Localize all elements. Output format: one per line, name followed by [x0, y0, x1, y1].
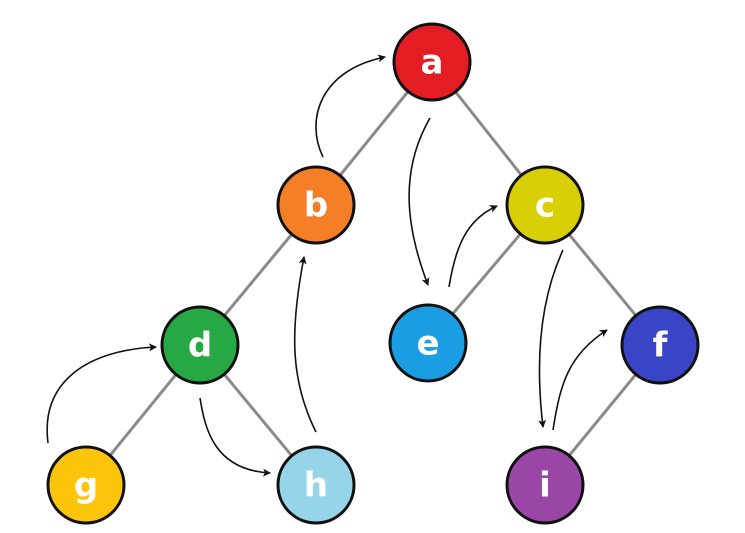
- node-label-c: c: [535, 186, 555, 226]
- node-label-b: b: [304, 186, 328, 226]
- node-circle-a: [392, 22, 472, 102]
- arrow-g-to-d: [46, 343, 157, 444]
- arrow-e-to-c: [448, 205, 498, 288]
- node-circle-h: [276, 445, 356, 525]
- node-b: b: [276, 165, 356, 245]
- arrow-h-to-b: [293, 256, 317, 433]
- node-e: e: [388, 303, 468, 383]
- node-circle-g: [46, 445, 126, 525]
- arrow-a-to-e: [408, 117, 431, 286]
- node-label-f: f: [653, 326, 669, 366]
- node-g: g: [46, 445, 126, 525]
- node-a: a: [392, 22, 472, 102]
- node-label-h: h: [304, 466, 328, 506]
- node-c: c: [505, 165, 585, 245]
- node-d: d: [160, 305, 240, 385]
- node-circle-d: [160, 305, 240, 385]
- node-circle-i: [505, 445, 585, 525]
- node-label-g: g: [74, 466, 98, 506]
- node-label-a: a: [421, 43, 444, 83]
- node-circle-e: [388, 303, 468, 383]
- traversal-arrows: [46, 54, 608, 477]
- arrow-c-to-i: [538, 249, 564, 428]
- node-label-e: e: [416, 324, 439, 364]
- arrow-b-to-a: [315, 54, 386, 158]
- arrow-i-to-f: [552, 329, 608, 431]
- node-circle-b: [276, 165, 356, 245]
- node-label-d: d: [188, 326, 212, 366]
- node-label-i: i: [539, 466, 551, 506]
- tree-nodes: a b c d e f g h i: [46, 22, 700, 525]
- node-circle-c: [505, 165, 585, 245]
- node-f: f: [620, 305, 700, 385]
- node-circle-f: [620, 305, 700, 385]
- arrow-d-to-h: [199, 397, 271, 477]
- node-i: i: [505, 445, 585, 525]
- node-h: h: [276, 445, 356, 525]
- tree-edges: [84, 61, 662, 486]
